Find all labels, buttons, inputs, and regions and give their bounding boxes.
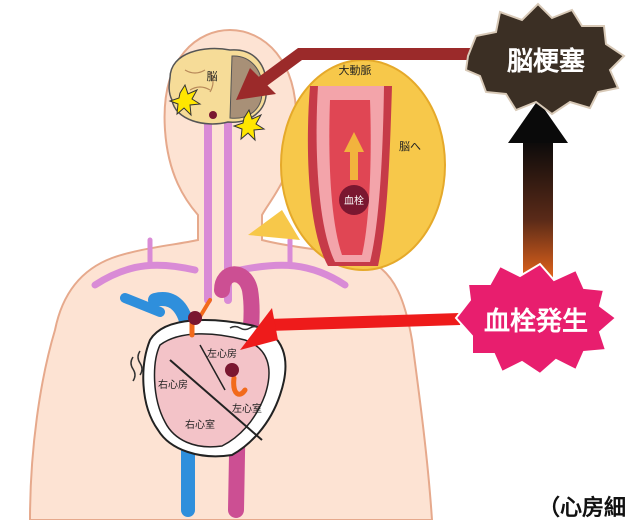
clot-label: 血栓 [344,194,364,207]
stroke-burst-label: 脳梗塞 [506,46,585,77]
right-atrium-label: 右心房 [158,378,188,391]
caption-text: （心房細 [538,490,626,522]
clot-marker [225,363,239,377]
brain-label: 脳 [207,70,218,83]
right-ventricle-label: 右心室 [185,418,215,431]
to-brain-label: 脳へ [399,140,421,153]
aorta-label: 大動脈 [339,63,372,77]
left-ventricle-label: 左心室 [232,402,262,415]
left-atrium-label: 左心房 [207,347,237,360]
clot-marker [188,311,202,325]
progression-arrow [508,100,568,285]
thrombus-burst-label: 血栓発生 [484,307,588,337]
